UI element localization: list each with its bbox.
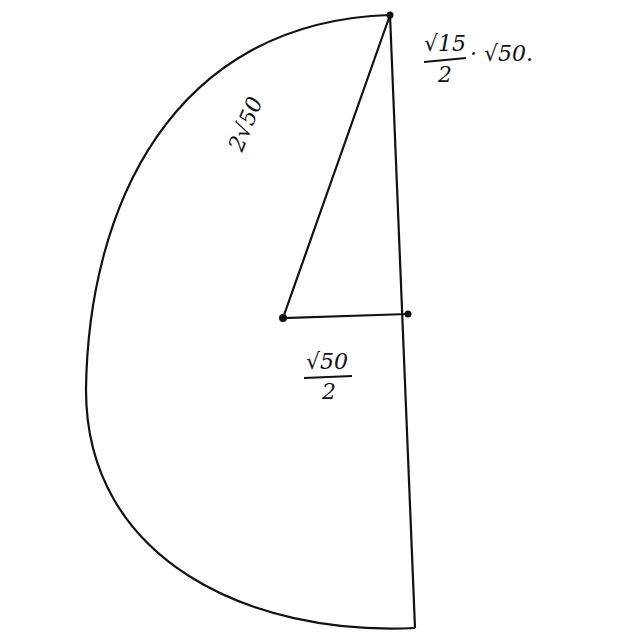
fraction-bar [304,376,352,378]
fraction-bar [424,58,466,62]
vertex-dot [279,314,287,322]
length-label: · √50. [470,42,533,66]
fraction-denominator: 2 [438,63,452,87]
length-label: 2√50 [224,94,267,155]
vertex-dot [387,12,394,19]
fraction-numerator: √15 [424,32,466,56]
triangle [283,15,408,318]
fraction-denominator: 2 [322,380,336,404]
diameter-line [390,15,415,628]
semicircle-arc [86,15,415,629]
vertex-dot [405,311,412,318]
fraction-numerator: √50 [306,350,348,374]
